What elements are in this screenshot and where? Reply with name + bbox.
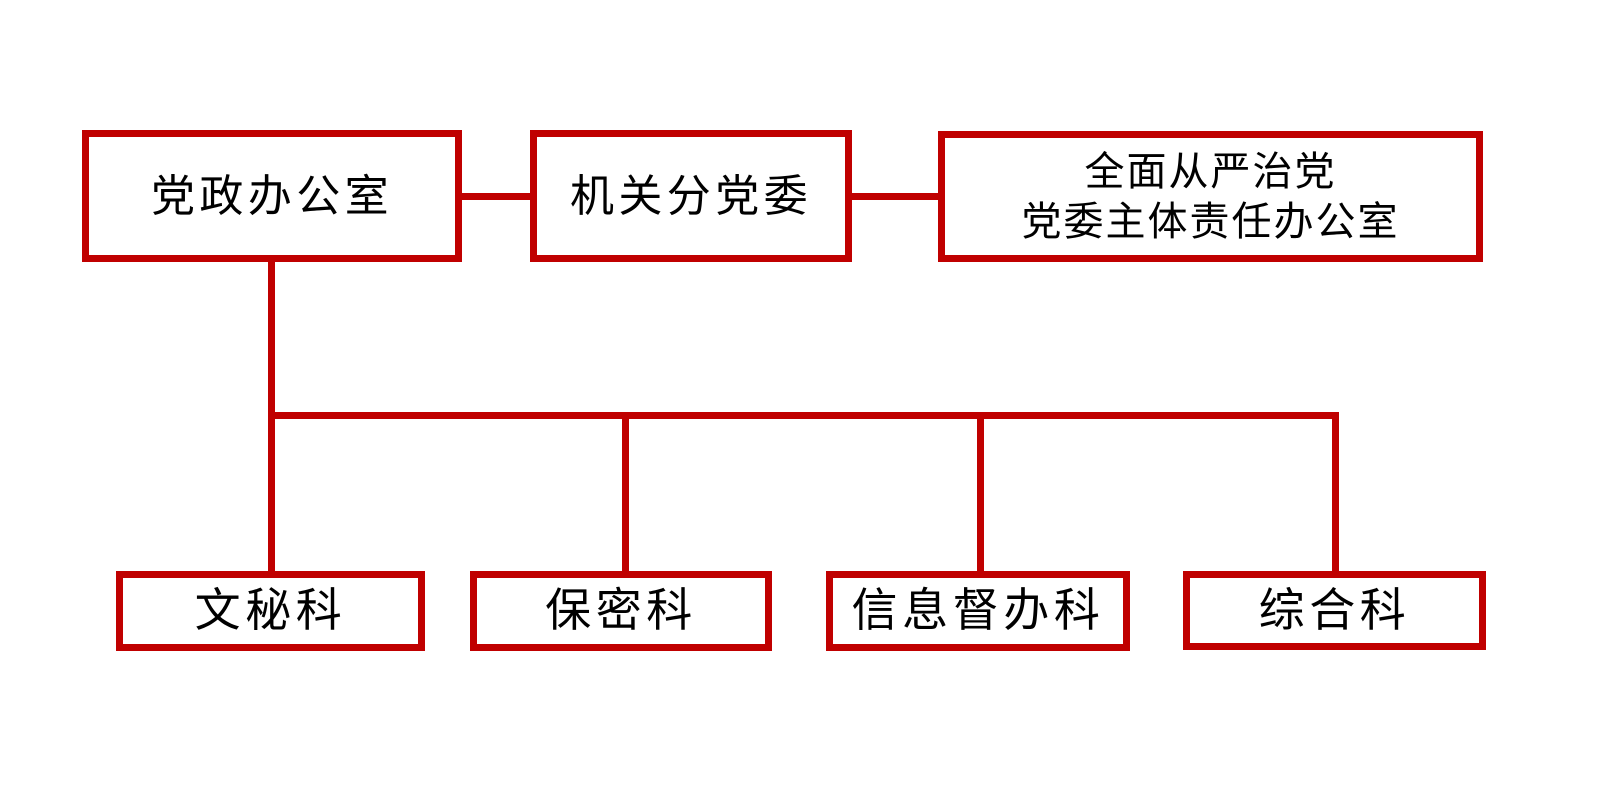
connector-jiguan-quanmian <box>852 193 938 200</box>
node-organ-party-committee: 机关分党委 <box>530 130 852 262</box>
node-label: 保密科 <box>545 585 697 637</box>
node-secretarial-section: 文秘科 <box>116 571 425 651</box>
node-label: 全面从严治党 党委主体责任办公室 <box>1021 148 1400 244</box>
connector-drop-zonghe <box>1332 419 1339 571</box>
connector-distribution-horizontal <box>268 412 1339 419</box>
node-label: 机关分党委 <box>570 171 812 221</box>
connector-drop-xinxi <box>977 419 984 571</box>
connector-drop-baomi <box>622 419 629 571</box>
connector-dangzheng-jiguan <box>462 193 530 200</box>
node-info-supervision-section: 信息督办科 <box>826 571 1130 651</box>
node-label: 综合科 <box>1258 584 1411 636</box>
connector-drop-wenmi <box>268 419 275 571</box>
node-label: 信息督办科 <box>851 585 1105 637</box>
node-confidentiality-section: 保密科 <box>470 571 772 651</box>
node-party-responsibility-office: 全面从严治党 党委主体责任办公室 <box>938 131 1483 262</box>
connector-stem-vertical <box>268 262 275 419</box>
node-party-government-office: 党政办公室 <box>82 130 462 262</box>
node-general-section: 综合科 <box>1183 571 1486 650</box>
node-label: 党政办公室 <box>151 171 393 221</box>
node-label: 文秘科 <box>194 585 347 637</box>
